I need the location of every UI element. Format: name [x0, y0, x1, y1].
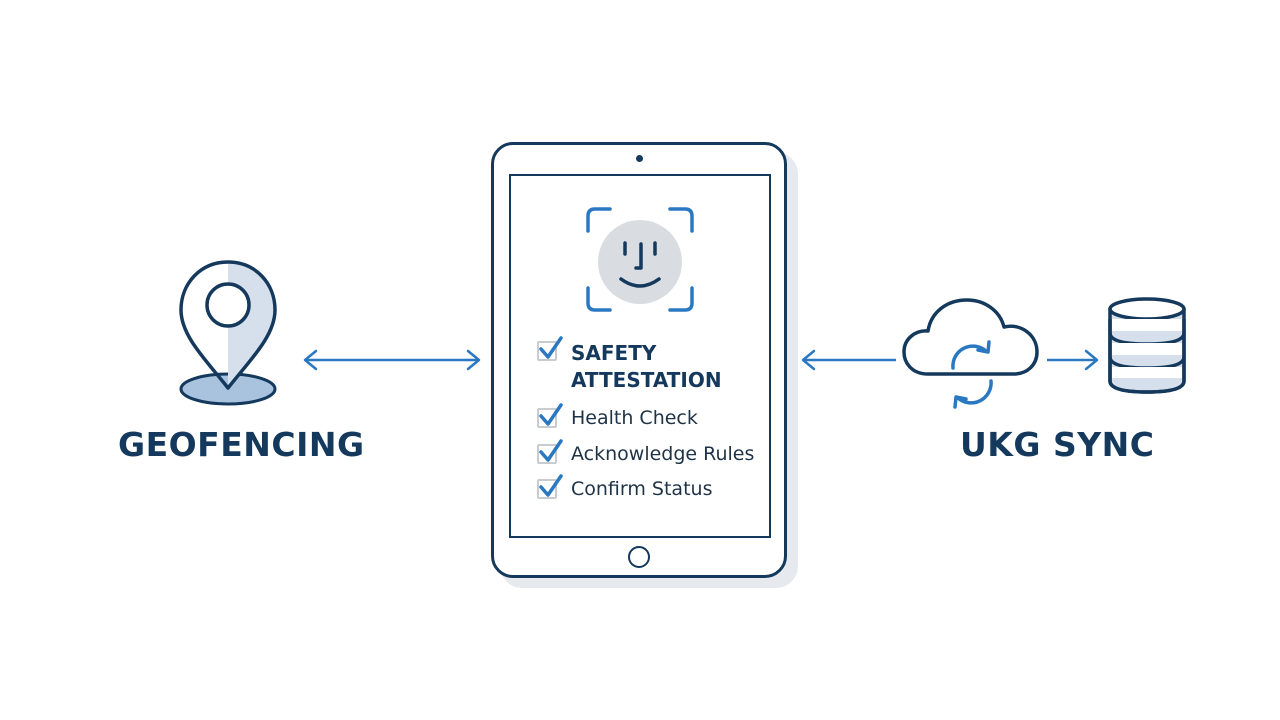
checkmark-icon: [539, 474, 563, 497]
checklist-title-line1: SAFETY: [571, 341, 657, 365]
checklist-item-label: Acknowledge Rules: [571, 443, 755, 465]
bidirectional-arrow-icon: [303, 349, 481, 371]
checklist-item[interactable]: Acknowledge Rules: [537, 439, 755, 465]
ukg-sync-label: UKG SYNC: [960, 425, 1155, 464]
checklist-title-line2: ATTESTATION: [571, 368, 722, 392]
geofencing-label: GEOFENCING: [118, 425, 365, 464]
arrow-right-icon: [1047, 349, 1099, 371]
checkbox-checked[interactable]: [537, 336, 563, 361]
database-icon: [1108, 297, 1186, 394]
face-id-icon: [586, 207, 694, 312]
location-pin-icon: [179, 260, 277, 406]
checklist-title-row: SAFETY ATTESTATION: [537, 336, 722, 394]
checklist-item[interactable]: Confirm Status: [537, 474, 713, 500]
checkmark-icon: [539, 336, 563, 359]
checkmark-icon: [539, 439, 563, 462]
tablet-camera: [636, 155, 643, 162]
checkbox-checked[interactable]: [537, 439, 563, 464]
checkbox-checked[interactable]: [537, 403, 563, 428]
checklist-item-label: Health Check: [571, 407, 698, 429]
arrow-left-icon: [801, 349, 896, 371]
checklist-item[interactable]: Health Check: [537, 403, 698, 429]
checklist-title: SAFETY ATTESTATION: [571, 340, 722, 394]
checkmark-icon: [539, 403, 563, 426]
checklist-item-label: Confirm Status: [571, 478, 713, 500]
tablet-home-button: [628, 546, 650, 568]
cloud-sync-icon: [902, 298, 1039, 409]
checkbox-checked[interactable]: [537, 474, 563, 499]
